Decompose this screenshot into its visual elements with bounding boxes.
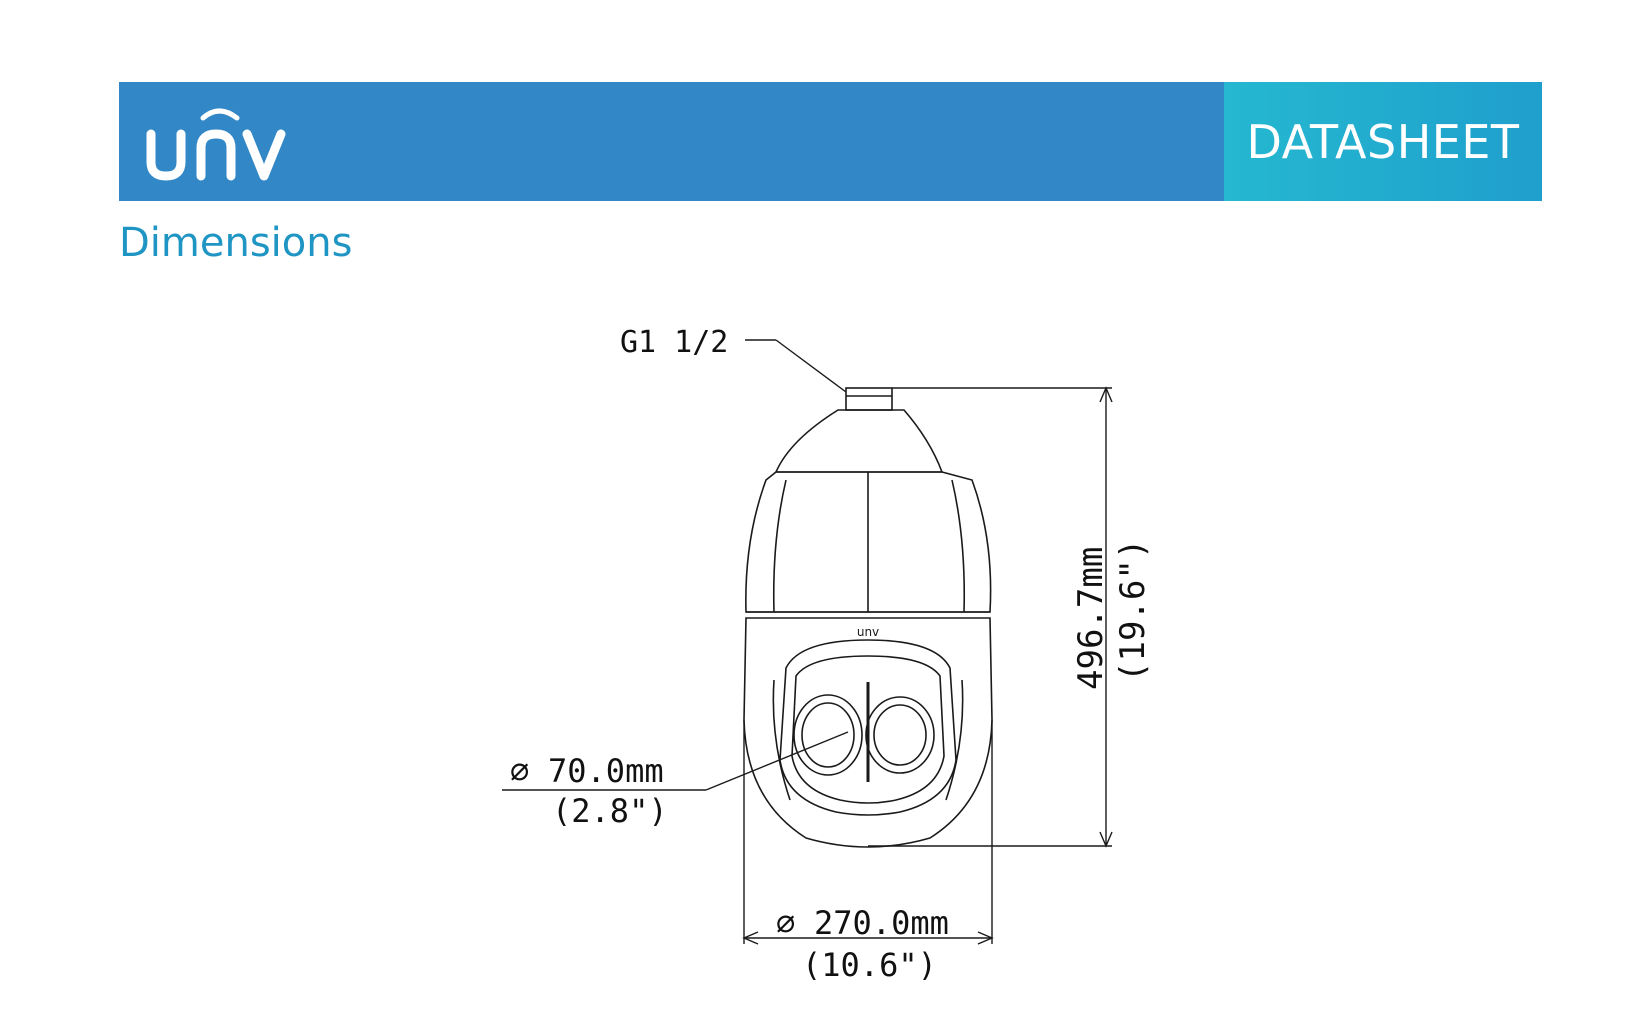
section-title: Dimensions <box>119 220 353 266</box>
window-frame <box>779 639 957 816</box>
base-dimension <box>742 720 994 945</box>
height-mm: 496.7mm <box>1071 547 1111 690</box>
height-dimension <box>868 386 1113 848</box>
optical-lens <box>793 694 863 776</box>
lens-diameter-in: (2.8") <box>552 792 668 830</box>
thread-nut <box>845 387 893 411</box>
thread-label: G1 1/2 <box>620 325 728 360</box>
body-logo: unv <box>857 625 879 639</box>
top-cap <box>774 409 944 473</box>
datasheet-tag-label: DATASHEET <box>1246 114 1520 169</box>
base-diameter-symbol: ∅ <box>776 904 795 942</box>
lens-diameter-mm: 70.0mm <box>548 752 664 790</box>
datasheet-tag: DATASHEET <box>1224 82 1542 201</box>
base-diameter-mm: 270.0mm <box>814 904 949 942</box>
camera-outline <box>743 387 993 848</box>
base-diameter-in: (10.6") <box>802 946 937 984</box>
thread-leader <box>745 339 847 393</box>
lens-diameter-symbol: ∅ <box>510 752 529 790</box>
thermal-lens <box>865 696 935 774</box>
header-bar: DATASHEET <box>119 82 1542 201</box>
lower-housing <box>743 617 993 848</box>
unv-logo <box>146 108 286 181</box>
height-in: (19.6") <box>1113 539 1153 682</box>
lens-leader <box>502 731 849 791</box>
